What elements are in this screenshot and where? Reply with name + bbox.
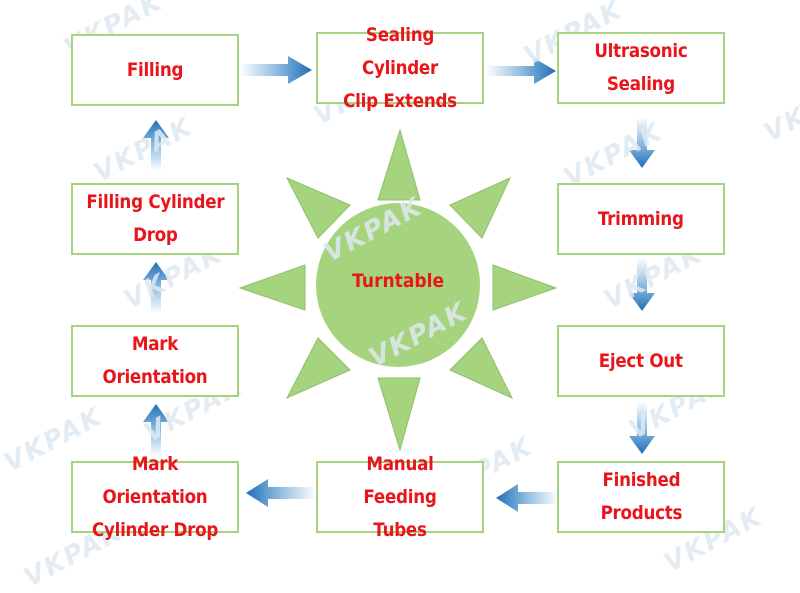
step-trimming: Trimming	[557, 183, 725, 255]
step-filling-cylinder-drop-label: Filling Cylinder Drop	[86, 191, 224, 246]
step-trimming-label: Trimming	[598, 207, 684, 230]
step-filling-label: Filling	[126, 58, 184, 81]
sun-ray-top	[377, 128, 421, 201]
arrow-fillingdrop-to-filling	[143, 120, 169, 171]
step-mark-orientation: Mark Orientation	[71, 325, 239, 397]
step-finished-products-label: Finished Products	[600, 469, 682, 524]
sun-ray-right	[492, 264, 558, 311]
arrow-trimming-to-eject	[629, 258, 655, 311]
sun-ray-top-left	[285, 176, 351, 239]
step-eject-out-label: Eject Out	[599, 349, 683, 372]
step-mark-orientation-cylinder-drop-label: Mark Orientation Cylinder Drop	[91, 452, 219, 541]
step-mark-orientation-label: Mark Orientation	[102, 333, 208, 388]
step-manual-feeding: Manual Feeding Tubes	[316, 453, 484, 541]
step-sealing-cylinder: Sealing Cylinder Clip Extends	[316, 24, 484, 112]
step-filling: Filling	[71, 34, 239, 106]
step-ultrasonic-sealing: Ultrasonic Sealing	[557, 32, 725, 104]
flow-arrows	[143, 56, 655, 512]
turntable-label-wrap: Turntable	[318, 270, 478, 292]
sun-ray-top-right	[449, 176, 512, 239]
arrow-mark-to-fillingdrop	[143, 262, 169, 313]
arrow-ultrasonic-to-trimming	[629, 117, 655, 168]
turntable-label: Turntable	[352, 270, 444, 292]
step-finished-products: Finished Products	[557, 461, 725, 533]
arrow-sealing-to-ultrasonic	[486, 58, 556, 84]
arrow-markdrop-to-mark	[143, 404, 169, 457]
sun-ray-bottom-left	[285, 337, 351, 400]
step-ultrasonic-sealing-label: Ultrasonic Sealing	[594, 40, 688, 95]
arrow-feeding-to-markdrop	[246, 479, 316, 507]
arrow-eject-to-finished	[629, 402, 655, 454]
step-filling-cylinder-drop: Filling Cylinder Drop	[71, 183, 239, 255]
arrow-filling-to-sealing	[240, 56, 312, 84]
step-sealing-cylinder-label: Sealing Cylinder Clip Extends	[343, 23, 457, 112]
diagram-graphics	[143, 56, 655, 512]
arrow-finished-to-feeding	[496, 484, 558, 512]
step-mark-orientation-cylinder-drop: Mark Orientation Cylinder Drop	[71, 453, 239, 541]
sun-ray-left	[238, 264, 306, 311]
sun-ray-bottom	[377, 377, 421, 452]
turntable-circle	[316, 203, 480, 367]
step-eject-out: Eject Out	[557, 325, 725, 397]
step-manual-feeding-label: Manual Feeding Tubes	[363, 452, 437, 541]
sun-ray-bottom-right	[449, 337, 514, 400]
